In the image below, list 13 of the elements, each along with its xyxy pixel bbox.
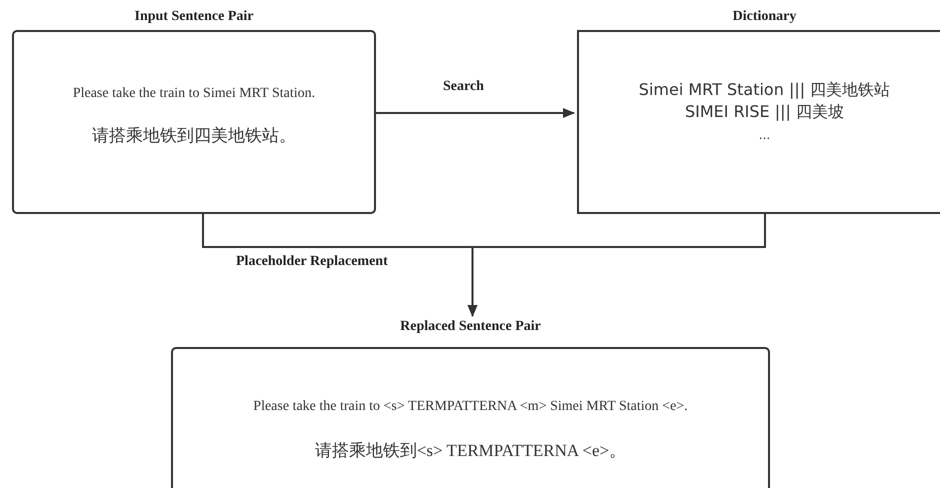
sentence-text: ... [758, 128, 770, 142]
sentence-text: SIMEI RISE ||| 四美坡 [684, 102, 844, 123]
sentence-text: Please take the train to Simei MRT Station. [72, 86, 316, 102]
arrow [376, 108, 575, 118]
sentence-text: Please take the train to <s> TERMPATTERNA <m> Simei MRT Station <e>. [253, 399, 688, 415]
sentence-text: Simei MRT Station ||| 四美地铁站 [638, 80, 890, 101]
box-heading: Replaced Sentence Pair [400, 318, 541, 336]
box-heading: Input Sentence Pair [134, 8, 254, 26]
edge-label: Placeholder Replacement [236, 254, 388, 270]
sentence-text: 请搭乘地铁到四美地铁站。 [92, 125, 296, 147]
sentence-text: 请搭乘地铁到<s> TERMPATTERNA <e>。 [314, 440, 626, 462]
box-heading: Dictionary [732, 8, 796, 26]
arrow [468, 214, 766, 317]
